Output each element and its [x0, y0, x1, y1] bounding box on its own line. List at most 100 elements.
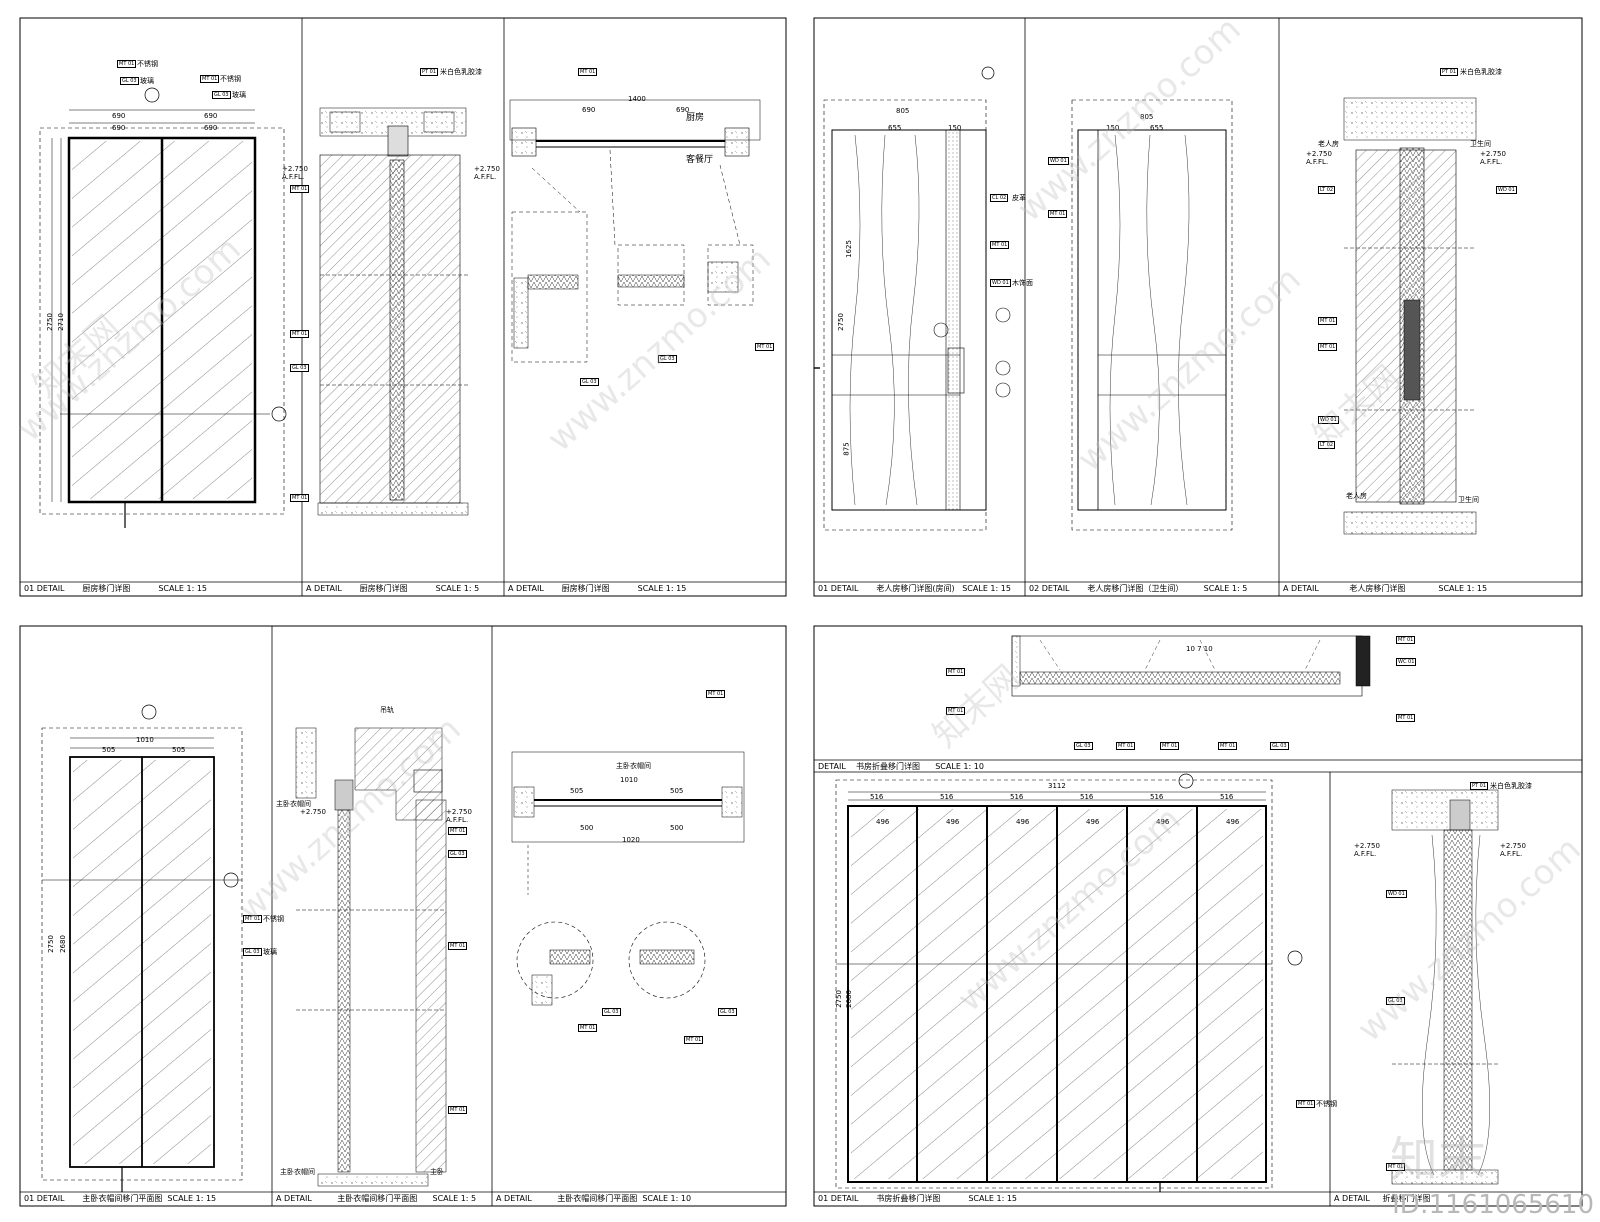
sheet-folding — [813, 625, 1583, 1207]
dim-joint: 10 7 10 — [1186, 645, 1213, 653]
label-wood: 木饰面 — [1012, 279, 1033, 287]
tag-mt-f8: MT 01 — [1296, 1100, 1316, 1108]
title-block-s1-2: A DETAIL 厨房移门详图 SCALE 1: 5 — [306, 584, 479, 594]
level-w-r: +2.750 — [446, 808, 472, 816]
tag-mt-f2: MT 01 — [1396, 714, 1416, 722]
title-block-s3-1: 01 DETAIL 主卧衣帽间移门平面图 SCALE 1: 15 — [24, 1194, 216, 1204]
title-block-s4-3: A DETAIL 折叠移门详图 — [1334, 1194, 1431, 1204]
dim-elder-a: 655 — [888, 124, 902, 132]
dim-fold-i5: 496 — [1156, 818, 1170, 826]
title-label: DETAIL — [504, 1194, 532, 1203]
dim-fold-4: 516 — [1080, 793, 1094, 801]
title-scale: SCALE 1: 5 — [435, 584, 480, 593]
dim-wardrobe-h2: 2680 — [58, 935, 67, 953]
dim-kitchen-1: 690 — [112, 112, 126, 120]
dim-plan-w: 1010 — [620, 776, 638, 784]
tag-mt01-d: MT 01 — [290, 330, 310, 338]
level-elder-r: +2.750 — [1480, 150, 1506, 158]
label-metal: 不锈钢 — [137, 60, 158, 68]
level-elder: +2.750 — [1306, 150, 1332, 158]
label-paint-f: 米白色乳胶漆 — [1490, 782, 1532, 790]
title-name: 厨房移门详图 — [561, 584, 610, 593]
tag-mt-elder4: MT 01 — [1318, 343, 1338, 351]
plan-w-title: 主卧衣帽间 — [616, 762, 651, 770]
title-label: DETAIL — [36, 1194, 65, 1203]
afl-elder-r: A.F.FL. — [1480, 158, 1503, 166]
title-name: 厨房移门详图 — [359, 584, 408, 593]
title-label: DETAIL — [1291, 584, 1319, 593]
tag-mt-plan2: MT 01 — [578, 1024, 598, 1032]
tag-wd-elder3: WD 01 — [1496, 186, 1517, 194]
title-block-s4-2: 01 DETAIL 书房折叠移门详图 SCALE 1: 15 — [818, 1194, 1017, 1204]
title-num: A — [1334, 1194, 1340, 1203]
tag-paint-f: PT 01 — [1470, 782, 1489, 790]
title-scale: SCALE 1: 5 — [432, 1194, 477, 1203]
title-scale: SCALE 1: 15 — [968, 1194, 1018, 1203]
room-wardrobe: 主卧衣帽间 — [276, 800, 311, 808]
tag-paint-elder: PT 01 — [1440, 68, 1459, 76]
dim-fold-6: 516 — [1220, 793, 1234, 801]
tag-mt-f6: MT 01 — [1160, 742, 1180, 750]
dim-kitchen-top: 1400 — [628, 95, 646, 103]
title-num: 01 — [818, 1194, 829, 1203]
tag-mt-elder2: MT 01 — [1048, 210, 1068, 218]
dim-elder-w2: 805 — [1140, 113, 1154, 121]
title-label: DETAIL — [36, 584, 65, 593]
dim-elder-a2: 655 — [1150, 124, 1164, 132]
title-num: A — [1283, 584, 1289, 593]
tag-gl-elder: CL 02 — [990, 194, 1009, 202]
dim-kitchen-3: 690 — [112, 124, 126, 132]
dim-fold-3: 516 — [1010, 793, 1024, 801]
tag-mt-plan3: MT 01 — [684, 1036, 704, 1044]
dim-kitchen-top-l: 690 — [582, 106, 596, 114]
level-kitchen: +2.750 — [282, 165, 308, 173]
tag-mt-w3: MT 01 — [448, 942, 468, 950]
sheet-wardrobe — [19, 625, 787, 1207]
dim-kitchen-top-r: 690 — [676, 106, 690, 114]
tag-mt-f3: MT 01 — [946, 668, 966, 676]
title-block-s4-1: DETAIL 书房折叠移门详图 SCALE 1: 10 — [818, 762, 984, 772]
label-leather: 皮革 — [1012, 194, 1026, 202]
tag-wd-f: WD 01 — [1386, 890, 1407, 898]
title-num: A — [496, 1194, 502, 1203]
dim-kitchen-h2: 2710 — [56, 313, 65, 331]
title-label: DETAIL — [1342, 1194, 1370, 1203]
title-block-s2-2: 02 DETAIL 老人房移门详图（卫生间） SCALE 1: 5 — [1029, 584, 1247, 594]
dim-plan-half-l: 505 — [570, 787, 584, 795]
tag-gl03-e: GL 03 — [580, 378, 599, 386]
level-w: +2.750 — [300, 808, 326, 816]
level-f-r: +2.750 — [1500, 842, 1526, 850]
title-num: A — [276, 1194, 282, 1203]
level-kitchen-r: +2.750 — [474, 165, 500, 173]
title-block-s2-3: A DETAIL 老人房移门详图 SCALE 1: 15 — [1283, 584, 1487, 594]
tag-mt-elder3: MT 01 — [1318, 317, 1338, 325]
title-name: 老人房移门详图（卫生间） — [1087, 584, 1184, 593]
tag-wd-elder2: WD 01 — [1048, 157, 1069, 165]
tag-paint: PT 01 — [420, 68, 439, 76]
title-num: 02 — [1029, 584, 1040, 593]
title-name: 主卧衣帽间移门平面图 — [337, 1194, 418, 1203]
label-glass: 玻璃 — [140, 77, 154, 85]
dim-fold-i1: 496 — [876, 818, 890, 826]
title-block-s1-3: A DETAIL 厨房移门详图 SCALE 1: 15 — [508, 584, 686, 594]
title-scale: SCALE 1: 10 — [935, 762, 984, 771]
title-block-s3-3: A DETAIL 主卧衣帽间移门平面图 SCALE 1: 10 — [496, 1194, 691, 1204]
room-kitchen: 厨房 — [686, 113, 705, 123]
dim-wardrobe-l: 505 — [102, 746, 116, 754]
room-bath: 卫生间 — [1470, 140, 1491, 148]
level-f: +2.750 — [1354, 842, 1380, 850]
title-num: 01 — [24, 584, 35, 593]
tag-mt-plan: MT 01 — [706, 690, 726, 698]
tag-gl-f3: GL 03 — [1386, 997, 1405, 1005]
title-name: 书房折叠移门详图 — [876, 1194, 941, 1203]
tag-gl03-b: GL 03 — [212, 91, 231, 99]
title-scale: SCALE 1: 15 — [1438, 584, 1488, 593]
tag-mt01-c: MT 01 — [290, 185, 310, 193]
title-name: 厨房移门详图 — [82, 584, 131, 593]
room-master: 主卧 — [430, 1168, 444, 1176]
dim-elder-b2: 150 — [1106, 124, 1120, 132]
label-glass-w: 玻璃 — [263, 948, 277, 956]
tag-gl-f: GL 03 — [1074, 742, 1093, 750]
room-dining: 客餐厅 — [686, 155, 714, 165]
